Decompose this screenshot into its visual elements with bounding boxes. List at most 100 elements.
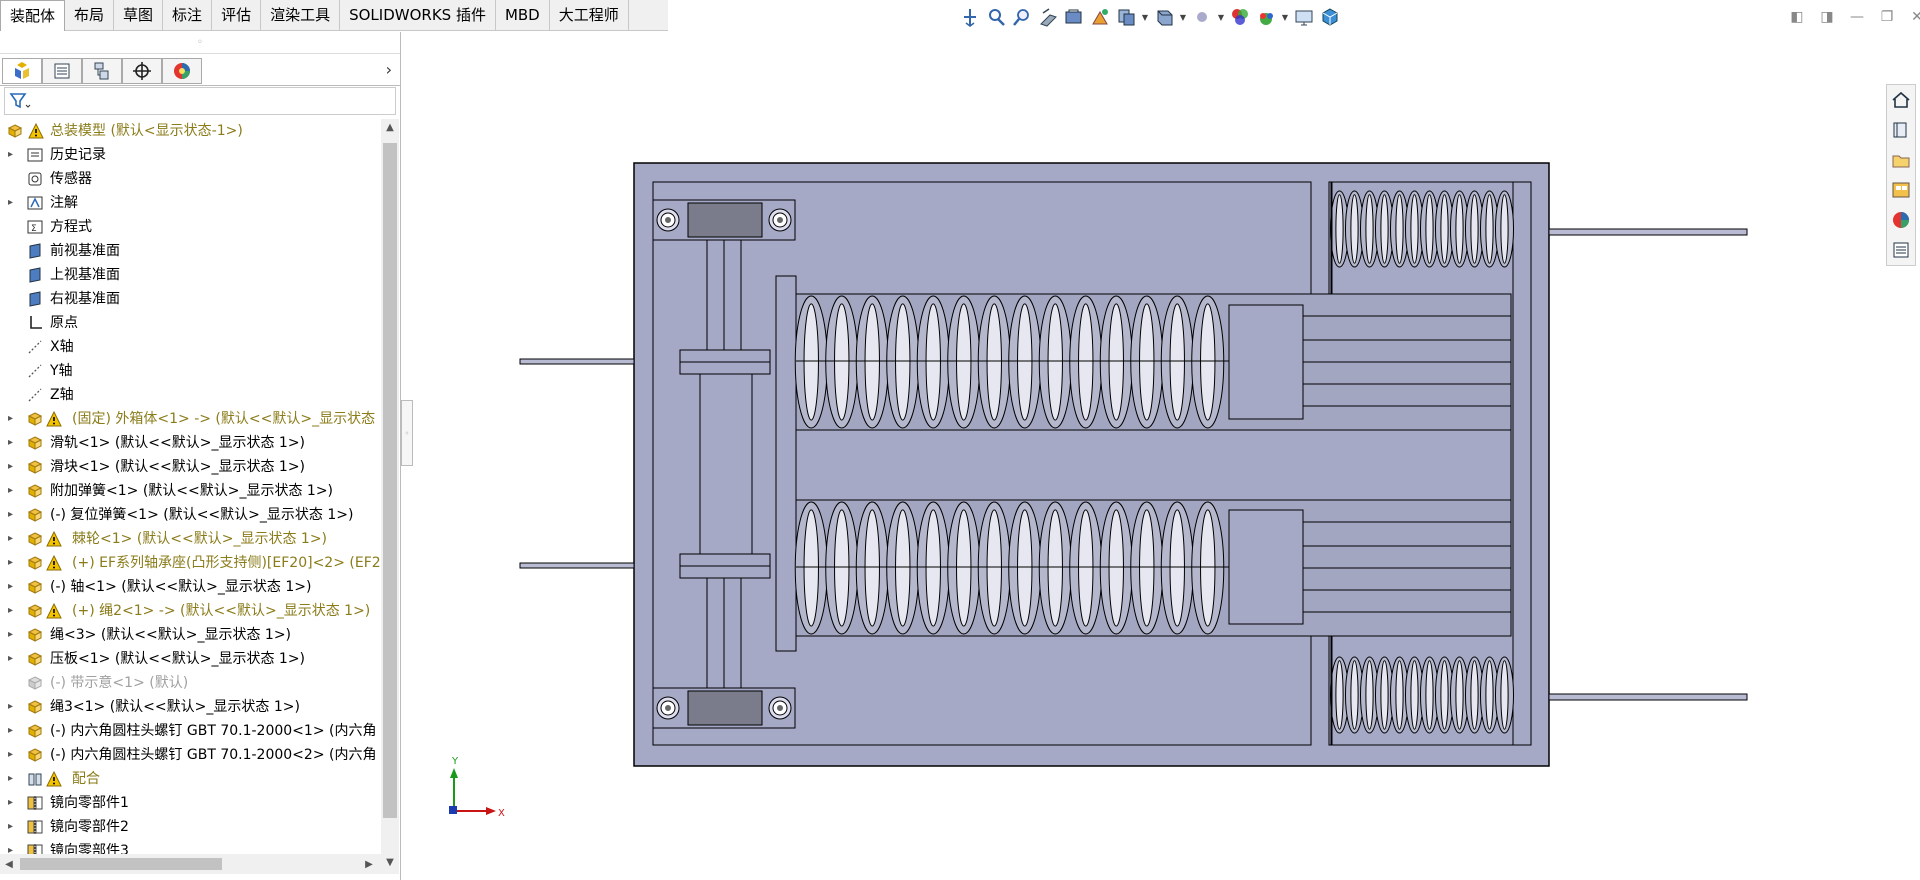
scroll-left-icon[interactable]: ◀: [5, 859, 13, 870]
tree-horizontal-scrollbar[interactable]: ◀ ▶: [0, 854, 381, 874]
scroll-down-icon[interactable]: ▼: [386, 857, 394, 868]
home-icon[interactable]: [1887, 85, 1915, 115]
dropdown-arrow-icon[interactable]: ▼: [1217, 12, 1225, 22]
expand-arrow-icon[interactable]: ▸: [8, 413, 14, 424]
tree-node[interactable]: ▸注解: [0, 191, 380, 215]
configurationmanager-icon[interactable]: [82, 58, 122, 84]
tree-node[interactable]: ▸(+) EF系列轴承座(凸形支持侧)[EF20]<2> (EF2: [0, 551, 380, 575]
appearances-icon[interactable]: [1887, 205, 1915, 235]
hide-show-icon[interactable]: [1152, 5, 1176, 29]
scroll-thumb[interactable]: [383, 143, 397, 818]
hscroll-thumb[interactable]: [20, 858, 222, 870]
expand-arrow-icon[interactable]: ▸: [8, 437, 14, 448]
tree-vertical-scrollbar[interactable]: ▲ ▼: [381, 119, 399, 874]
propertymanager-icon[interactable]: [42, 58, 82, 84]
dropdown-arrow-icon[interactable]: ▼: [1281, 12, 1289, 22]
filter-icon[interactable]: [9, 91, 31, 111]
dynamic-annotation-icon[interactable]: [1062, 5, 1086, 29]
dropdown-arrow-icon[interactable]: ▼: [1179, 12, 1187, 22]
tree-node[interactable]: ▸棘轮<1> (默认<<默认>_显示状态 1>): [0, 527, 380, 551]
zoom-to-fit-icon[interactable]: [958, 5, 982, 29]
expand-arrow-icon[interactable]: ▸: [8, 749, 14, 760]
expand-arrow-icon[interactable]: ▸: [8, 725, 14, 736]
expand-arrow-icon[interactable]: ▸: [8, 557, 14, 568]
custom-properties-icon[interactable]: [1887, 235, 1915, 265]
tree-node[interactable]: ▸绳3<1> (默认<<默认>_显示状态 1>): [0, 695, 380, 719]
expand-arrow-icon[interactable]: ▸: [8, 821, 14, 832]
expand-arrow-icon[interactable]: ▸: [8, 533, 14, 544]
tree-node[interactable]: (-) 带示意<1> (默认): [0, 671, 380, 695]
command-tab-7[interactable]: MBD: [496, 0, 550, 30]
tree-node[interactable]: ▸镜向零部件2: [0, 815, 380, 839]
command-tab-0[interactable]: 装配体: [0, 0, 66, 31]
edit-appearance-icon[interactable]: [1190, 5, 1214, 29]
tree-node[interactable]: ▸历史记录: [0, 143, 380, 167]
tree-node[interactable]: Z轴: [0, 383, 380, 407]
design-library-icon[interactable]: [1887, 115, 1915, 145]
tree-node[interactable]: ▸滑轨<1> (默认<<默认>_显示状态 1>): [0, 431, 380, 455]
tree-node[interactable]: ▸(+) 绳2<1> -> (默认<<默认>_显示状态 1>): [0, 599, 380, 623]
view-settings-icon[interactable]: [1254, 5, 1278, 29]
tree-node[interactable]: X轴: [0, 335, 380, 359]
command-tab-1[interactable]: 布局: [65, 0, 115, 30]
tree-node[interactable]: ▸(-) 内六角圆柱头螺钉 GBT 70.1-2000<1> (内六角: [0, 719, 380, 743]
command-tab-2[interactable]: 草图: [114, 0, 164, 30]
tree-node[interactable]: 上视基准面: [0, 263, 380, 287]
zoom-area-icon[interactable]: [984, 5, 1008, 29]
scroll-right-icon[interactable]: ▶: [365, 859, 373, 870]
expand-arrow-icon[interactable]: ▸: [8, 509, 14, 520]
tree-node[interactable]: ▸配合: [0, 767, 380, 791]
expand-arrow-icon[interactable]: ▸: [8, 653, 14, 664]
previous-view-icon[interactable]: [1010, 5, 1034, 29]
cube-view-icon[interactable]: [1318, 5, 1342, 29]
tree-node[interactable]: ▸(-) 轴<1> (默认<<默认>_显示状态 1>): [0, 575, 380, 599]
view-orientation-icon[interactable]: [1088, 5, 1112, 29]
tree-node[interactable]: ▸(固定) 外箱体<1> -> (默认<<默认>_显示状态: [0, 407, 380, 431]
view-palette-icon[interactable]: [1887, 175, 1915, 205]
expand-arrow-icon[interactable]: ▸: [8, 197, 14, 208]
panel-collapse-handle[interactable]: ◦: [401, 400, 413, 466]
tree-node[interactable]: ▸绳<3> (默认<<默认>_显示状态 1>): [0, 623, 380, 647]
section-view-icon[interactable]: [1036, 5, 1060, 29]
tree-node[interactable]: ▸(-) 内六角圆柱头螺钉 GBT 70.1-2000<2> (内六角: [0, 743, 380, 767]
expand-arrow-icon[interactable]: ▸: [8, 581, 14, 592]
expand-arrow-icon[interactable]: ▸: [8, 773, 14, 784]
3d-view-icon[interactable]: [1292, 5, 1316, 29]
tree-node[interactable]: 传感器: [0, 167, 380, 191]
command-tab-4[interactable]: 评估: [212, 0, 262, 30]
tree-filter[interactable]: [4, 87, 396, 115]
tree-node[interactable]: Y轴: [0, 359, 380, 383]
scroll-up-icon[interactable]: ▲: [386, 122, 394, 133]
tree-node[interactable]: 右视基准面: [0, 287, 380, 311]
assembly-graphics-view[interactable]: [500, 150, 1760, 800]
expand-arrow-icon[interactable]: ▸: [8, 797, 14, 808]
expand-arrow-icon[interactable]: ▸: [8, 461, 14, 472]
tree-node[interactable]: ▸附加弹簧<1> (默认<<默认>_显示状态 1>): [0, 479, 380, 503]
command-tab-6[interactable]: SOLIDWORKS 插件: [340, 0, 496, 30]
dropdown-arrow-icon[interactable]: ▼: [1141, 12, 1149, 22]
command-tab-5[interactable]: 渲染工具: [261, 0, 341, 30]
expand-arrow-icon[interactable]: ▸: [8, 149, 14, 160]
tree-node[interactable]: 原点: [0, 311, 380, 335]
command-tab-8[interactable]: 大工程师: [550, 0, 629, 30]
minimize-icon[interactable]: —: [1850, 9, 1864, 25]
tile-right-icon[interactable]: ◨: [1820, 9, 1834, 25]
tree-node[interactable]: 前视基准面: [0, 239, 380, 263]
panel-expand-arrow-icon[interactable]: ›: [385, 60, 392, 79]
displaymanager-icon[interactable]: [162, 58, 202, 84]
expand-arrow-icon[interactable]: ▸: [8, 485, 14, 496]
command-tab-3[interactable]: 标注: [163, 0, 213, 30]
tree-node[interactable]: ▸压板<1> (默认<<默认>_显示状态 1>): [0, 647, 380, 671]
expand-arrow-icon[interactable]: ▸: [8, 605, 14, 616]
tile-left-icon[interactable]: ◧: [1790, 9, 1804, 25]
expand-arrow-icon[interactable]: ▸: [8, 701, 14, 712]
apply-scene-icon[interactable]: [1228, 5, 1252, 29]
expand-arrow-icon[interactable]: ▸: [8, 845, 14, 856]
panel-grip[interactable]: ◦: [0, 32, 400, 54]
file-explorer-icon[interactable]: [1887, 145, 1915, 175]
expand-arrow-icon[interactable]: ▸: [8, 629, 14, 640]
featuremanager-icon[interactable]: [2, 58, 42, 84]
display-style-icon[interactable]: [1114, 5, 1138, 29]
tree-node[interactable]: ▸(-) 复位弹簧<1> (默认<<默认>_显示状态 1>): [0, 503, 380, 527]
